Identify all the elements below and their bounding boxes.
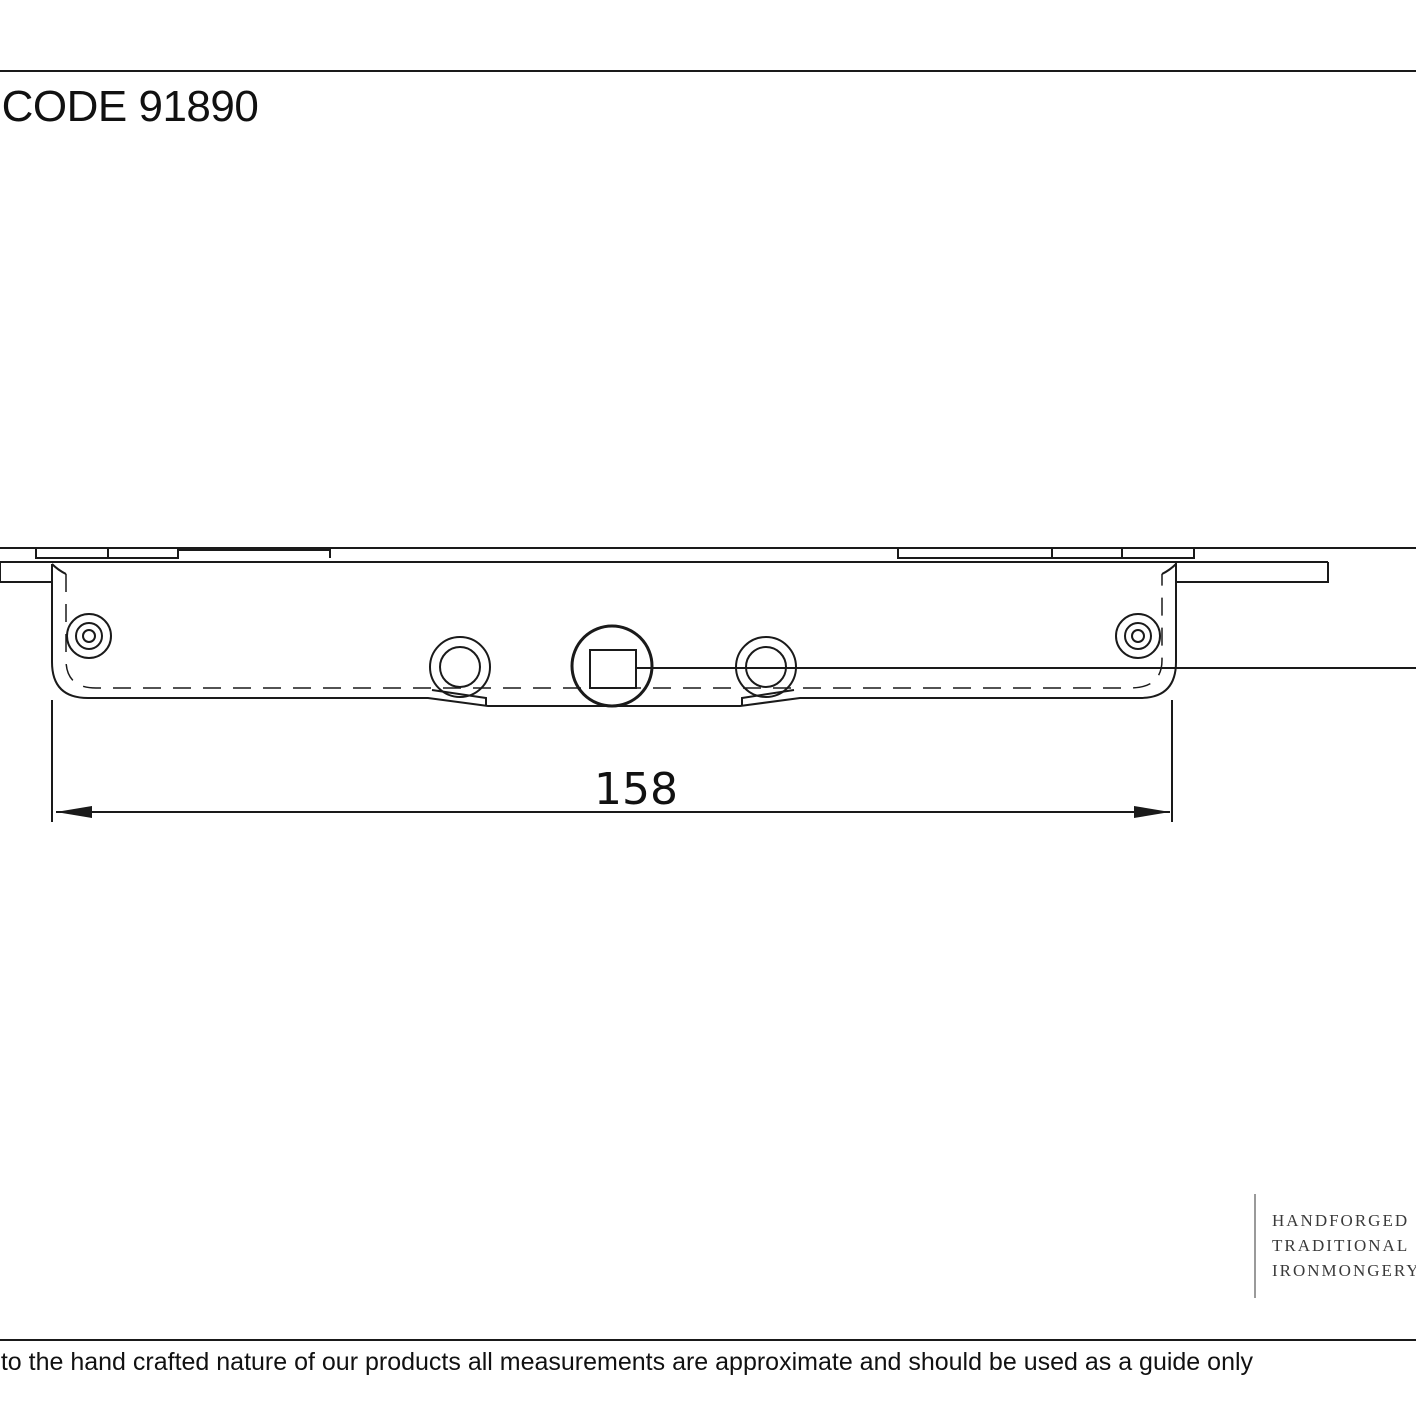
body-outline <box>51 564 1177 707</box>
product-code-title: ' CODE 91890 <box>0 82 259 131</box>
screw-hole-left-mid <box>75 622 103 650</box>
screw-hole-left-inner <box>82 629 96 643</box>
brand-line-3: IRONMONGERY <box>1272 1261 1416 1280</box>
lug-left-inner <box>439 646 481 688</box>
disclaimer-text: e to the hand crafted nature of our prod… <box>0 1348 1254 1376</box>
right-rim <box>1161 563 1177 575</box>
dimension-label: 158 <box>594 764 678 815</box>
dim-arrow-right <box>1134 806 1170 818</box>
screw-hole-right-outer <box>1115 613 1161 659</box>
lug-left-foot <box>431 689 487 706</box>
left-rim <box>51 563 67 575</box>
right-wing <box>1175 562 1329 583</box>
body-hidden-line <box>65 574 1163 689</box>
screw-hole-right-inner <box>1131 629 1145 643</box>
frame-top-rule <box>0 70 1416 72</box>
brand-divider <box>1254 1194 1256 1298</box>
dim-arrow-left <box>56 806 92 818</box>
right-strip <box>897 548 1052 559</box>
lug-left-outer <box>429 636 491 698</box>
spindle-square <box>589 649 637 689</box>
brand-text: HANDFORGED TRADITIONAL IRONMONGERY <box>1272 1208 1416 1283</box>
spindle-boss <box>570 624 654 708</box>
lug-right-foot <box>741 689 795 706</box>
brand-line-1: HANDFORGED <box>1272 1211 1410 1230</box>
frame-bottom-rule <box>0 1339 1416 1341</box>
screw-hole-left-outer <box>66 613 112 659</box>
left-strip <box>178 549 331 558</box>
brand-line-2: TRADITIONAL <box>1272 1236 1410 1255</box>
screw-hole-right-mid <box>1124 622 1152 650</box>
left-wing <box>0 562 52 583</box>
